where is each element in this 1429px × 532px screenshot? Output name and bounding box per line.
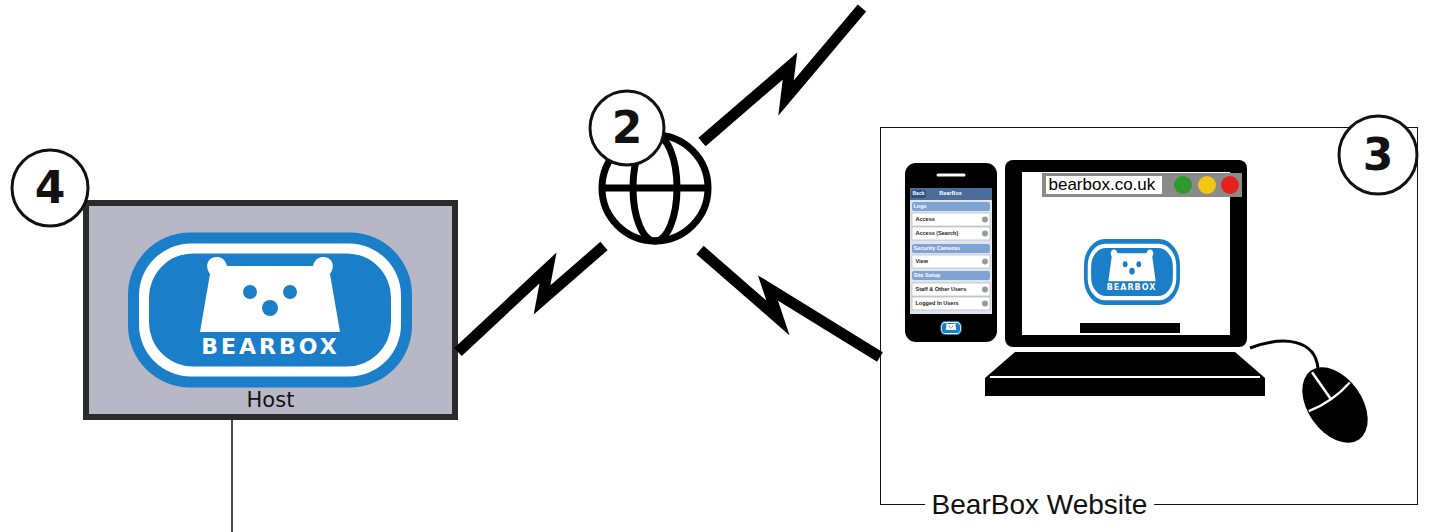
host-box: BEARBOX Host — [83, 200, 458, 420]
host-fill — [86, 203, 455, 417]
lightning-bolt — [702, 8, 862, 142]
phone-menu-row — [912, 213, 990, 226]
laptop-base — [985, 378, 1265, 396]
phone-menu-row — [912, 227, 990, 240]
phone-menu-text: Site Setup — [914, 272, 941, 279]
laptop-edge — [990, 376, 1260, 378]
mouse-body — [1289, 355, 1381, 455]
window-button-red — [1221, 176, 1239, 194]
lightning-connector — [458, 246, 880, 357]
phone-body — [905, 163, 997, 342]
window-button-green — [1174, 176, 1192, 194]
laptop-screen: bearbox.co.ukBEARBOX — [1005, 160, 1247, 347]
laptop-keyboard — [985, 352, 1265, 378]
website-logo — [1084, 239, 1180, 305]
phone-menu-text: Access — [916, 216, 935, 223]
website-frame: Back BearBoxLogsAccessAccess (Search) Secu… — [880, 127, 1418, 505]
phone-section-bar — [912, 271, 990, 280]
phone-section-bar — [912, 202, 990, 211]
mouse-button-split — [1312, 372, 1331, 399]
phone-menu-text: Access (Search) — [916, 230, 959, 237]
phone-menu-row — [912, 283, 990, 296]
phone-menu-text: Logged In Users — [916, 300, 959, 307]
chevron — [982, 259, 988, 265]
phone-menu-row — [912, 297, 990, 310]
chevron — [982, 287, 988, 293]
phone-header-bar — [910, 188, 992, 200]
phone-title: BearBox — [939, 190, 962, 197]
phone-chevrons — [982, 217, 988, 307]
address-box — [1046, 176, 1162, 194]
phone-menu-text: Logs — [914, 203, 927, 210]
phone-menu-row — [912, 255, 990, 268]
phone-back-button — [911, 190, 926, 198]
callout-number: 3 — [1363, 130, 1394, 180]
phone-home-logo — [940, 321, 961, 335]
callout-circle — [1339, 116, 1417, 194]
phone-menu-text: Staff & Other Users — [916, 286, 967, 293]
globe-equator — [602, 185, 708, 192]
laptop-bezel — [1005, 160, 1247, 347]
callout-number: 4 — [35, 163, 66, 213]
phone-menu-text: Security Cameras — [914, 245, 960, 252]
callout-circle — [590, 91, 664, 165]
host-label: Host — [89, 387, 452, 413]
phone-menu-text: View — [916, 258, 928, 265]
phone-screen — [910, 188, 992, 314]
host-logo — [128, 233, 412, 388]
mouse — [1289, 355, 1381, 455]
phone-speaker — [938, 174, 964, 177]
window-button-yellow — [1198, 176, 1216, 194]
phone-section-bar — [912, 244, 990, 253]
callout-number: 2 — [612, 103, 643, 153]
phone-back-text: Back — [913, 190, 925, 197]
logo-wordmark: BEARBOX — [89, 334, 452, 360]
laptop-hinge — [1080, 323, 1180, 333]
logo-wordmark: BEARBOX — [1082, 283, 1182, 293]
callout-circle — [12, 150, 88, 226]
chevron — [982, 301, 988, 307]
chevron — [982, 217, 988, 223]
mouse-cable — [1250, 341, 1318, 368]
url-text: bearbox.co.uk — [1049, 176, 1156, 194]
phone: Back BearBoxLogsAccessAccess (Search) Secu… — [905, 163, 997, 342]
host-wire — [231, 420, 233, 532]
frame-label: BearBox Website — [925, 489, 1155, 521]
chevron — [982, 231, 988, 237]
browser-bar — [1042, 173, 1242, 197]
